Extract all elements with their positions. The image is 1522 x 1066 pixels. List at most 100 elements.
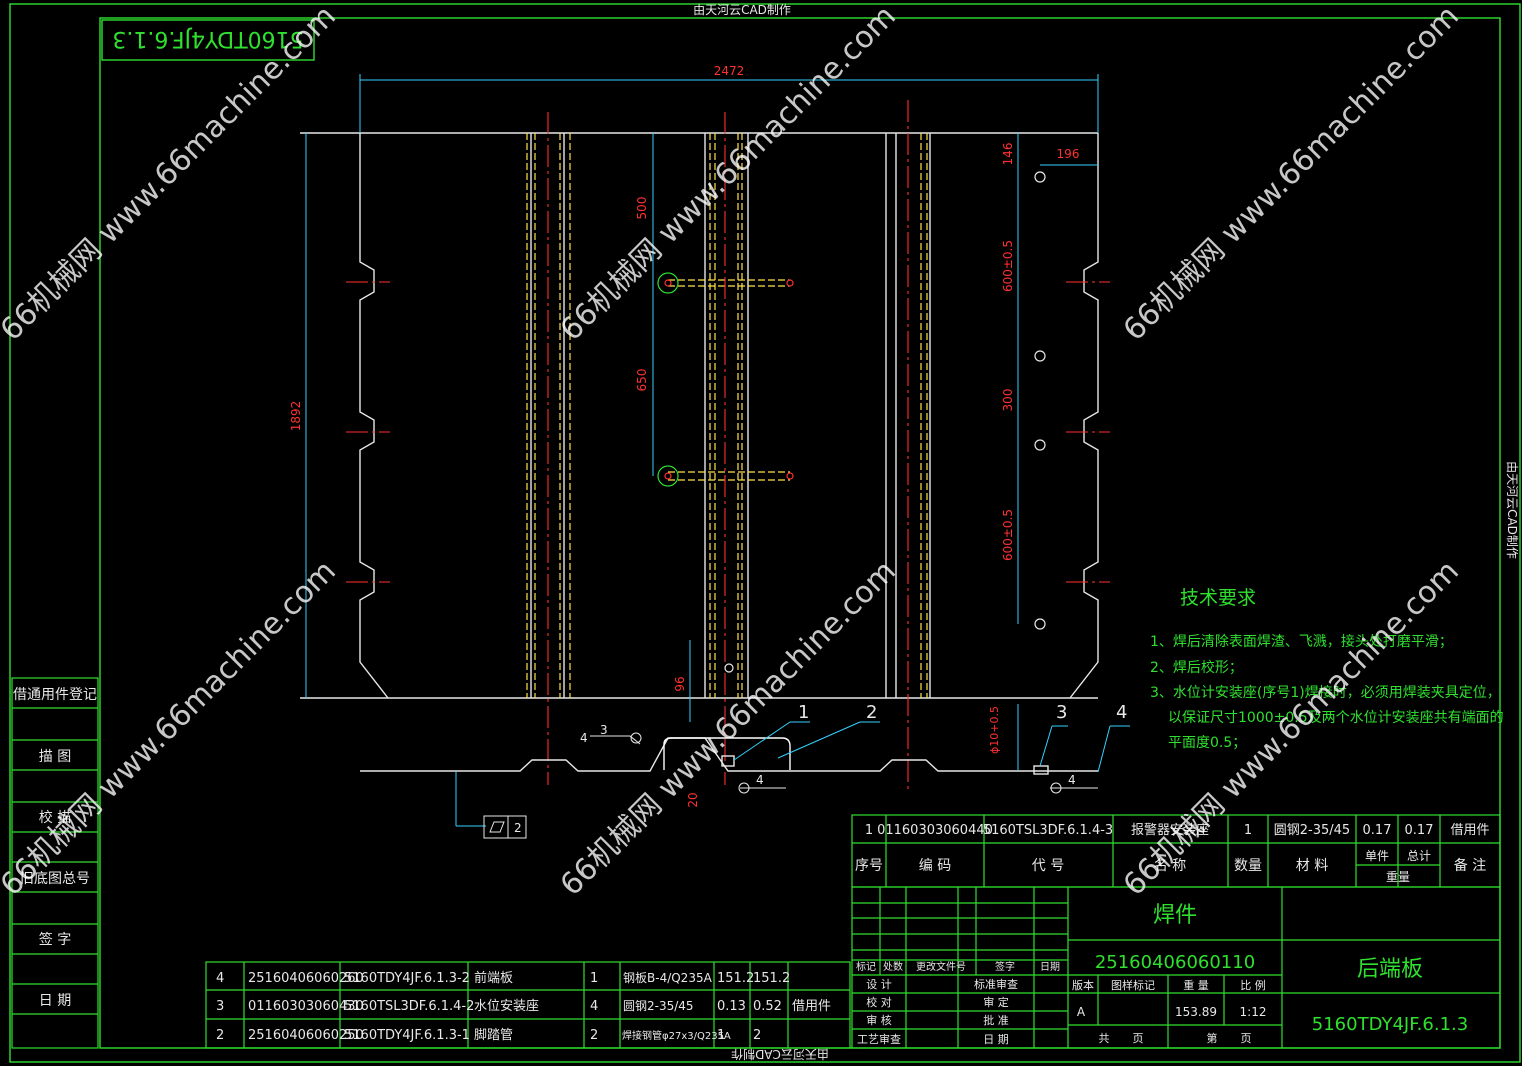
balloon-4: 4 <box>1116 702 1127 723</box>
bom-upper-row: 1 01160303060440 5160TSL3DF.6.1.4-3 报警器安… <box>865 822 1490 838</box>
sign-label: 设 计 <box>866 978 892 991</box>
tech-item-3: 3、水位计安装座(序号1)焊接时，必须用焊装夹具定位， <box>1150 684 1501 701</box>
bom-lower-cell: 25160406060260 <box>248 971 364 986</box>
weld-size-left: 4 <box>580 731 588 745</box>
dim-20: 20 <box>686 792 700 807</box>
bom-lower-cell: 0.52 <box>753 999 782 1014</box>
header-top-note: 由天河云CAD制作 <box>693 3 791 17</box>
leader-lines <box>733 721 1130 773</box>
weld-symbols <box>590 732 1098 794</box>
dim-196: 196 <box>1057 147 1080 161</box>
dim-overall-height: 1892 <box>289 401 303 432</box>
bom-lower-cell: 钢板B-4/Q235A <box>623 971 713 985</box>
balloon-3: 3 <box>1056 702 1067 723</box>
dim-650: 650 <box>635 369 649 392</box>
title-block-grid <box>851 886 1501 1049</box>
left-panel-4: 旧底图总号 <box>20 871 90 887</box>
rev-header: 日期 <box>1040 961 1060 973</box>
stage-header: 比 例 <box>1240 978 1266 992</box>
section-profile <box>360 737 1098 775</box>
sign-label: 审 定 <box>983 995 1009 1009</box>
bom-upper-cell: 0.17 <box>1405 823 1434 838</box>
rev-header: 签字 <box>995 960 1015 973</box>
bom-lower-cell: 焊接钢管φ27x3/Q235A <box>622 1029 731 1042</box>
sheet-label: 共 <box>1099 1032 1110 1045</box>
bom-header: 名 称 <box>1154 858 1186 874</box>
sheet-label: 页 <box>1133 1032 1144 1045</box>
dim-300: 300 <box>1001 389 1015 412</box>
weld-size-mid: 4 <box>756 773 764 787</box>
rev-header: 更改文件号 <box>916 960 966 973</box>
title-weld-label: 焊件 <box>1153 903 1197 928</box>
bom-upper-cell: 圆钢2-35/45 <box>1274 823 1350 838</box>
bom-lower-rows: 4 25160406060260 5160TDY4JF.6.1.3-2 前端板 … <box>216 970 831 1043</box>
tech-item-1: 1、焊后清除表面焊渣、飞溅，接头处打磨平滑； <box>1150 633 1453 650</box>
bom-upper-cell: 报警器安装座 <box>1131 822 1209 838</box>
mounting-holes <box>657 171 1046 673</box>
dim-phi10: ϕ10+0.5 <box>988 706 1001 754</box>
flatness-callout <box>483 815 527 839</box>
bom-header: 编 码 <box>919 858 951 874</box>
bom-lower-cell: 5160TDY4JF.6.1.3-2 <box>344 971 470 986</box>
bom-lower-cell: 2 <box>216 1028 224 1043</box>
left-registry-panel <box>11 677 99 1049</box>
bom-lower-cell: 4 <box>590 999 598 1014</box>
bom-lower-cell: 圆钢2-35/45 <box>623 999 694 1013</box>
bom-lower-cell: 5160TDY4JF.6.1.3-1 <box>344 1028 470 1043</box>
revision-headers: 标记 处数 更改文件号 签字 日期 <box>856 960 1060 973</box>
bom-lower-cell: 1 <box>590 971 598 986</box>
center-lines <box>346 100 1110 790</box>
bom-upper-cell: 0.17 <box>1363 823 1392 838</box>
rev-header: 标记 <box>856 961 876 973</box>
dim-600-upper: 600±0.5 <box>1001 240 1015 292</box>
rev-header: 处数 <box>883 960 903 973</box>
tech-item-2: 2、焊后校形； <box>1150 659 1243 676</box>
bom-header: 单件 <box>1365 849 1389 863</box>
bom-header: 总计 <box>1407 849 1431 863</box>
bom-lower-cell: 151.2 <box>717 971 754 986</box>
left-panel-5: 签 字 <box>39 931 71 948</box>
sign-label: 批 准 <box>983 1013 1009 1027</box>
bom-upper-cell: 01160303060440 <box>877 823 993 838</box>
stage-value: 153.89 <box>1175 1005 1217 1019</box>
plate-outline <box>300 132 1099 699</box>
left-panel-2: 描 图 <box>39 749 71 765</box>
stage-cells: 版本 图样标记 重 量 比 例 A 153.89 1:12 共 页 第 页 <box>1072 978 1266 1045</box>
bom-lower-cell: 借用件 <box>792 999 831 1014</box>
sign-label: 审 核 <box>866 1013 892 1027</box>
sign-label: 日 期 <box>983 1033 1009 1046</box>
tech-item-5: 平面度0.5； <box>1168 735 1246 751</box>
corner-drawing-code: 5160TDY4JF.6.1.3 <box>112 26 303 51</box>
weld-size-right: 4 <box>1068 773 1076 787</box>
bom-lower-cell: 2 <box>753 1028 761 1043</box>
flatness-value: 2 <box>514 821 522 835</box>
weld-num-left: 3 <box>600 723 608 737</box>
bom-lower-cell: 0.13 <box>717 999 746 1014</box>
bom-lower-cell: 2 <box>590 1028 598 1043</box>
bom-lower-cell: 5160TSL3DF.6.1.4-2 <box>344 999 474 1014</box>
dim-146: 146 <box>1001 143 1015 166</box>
bom-upper-cell: 5160TSL3DF.6.1.4-3 <box>983 823 1113 838</box>
left-panel-6: 日 期 <box>39 993 71 1009</box>
header-right-note: 由天河云CAD制作 <box>1505 461 1519 559</box>
sign-rows: 设 计 标准审查 校 对 审 定 审 核 批 准 工艺审查 日 期 <box>857 977 1018 1046</box>
bom-upper-cell: 1 <box>1244 823 1252 838</box>
bom-lower-cell: 脚踏管 <box>474 1027 513 1043</box>
bom-lower-grid <box>205 961 851 1049</box>
sign-label: 标准审查 <box>974 977 1018 991</box>
bom-lower-cell: 151.2 <box>753 971 790 986</box>
stage-value: A <box>1077 1005 1086 1019</box>
bom-header: 序号 <box>855 858 883 874</box>
tech-title: 技术要求 <box>1180 587 1256 609</box>
bom-header: 材 料 <box>1296 858 1328 874</box>
sheet-label: 页 <box>1241 1032 1252 1045</box>
bom-lower-cell: 01160303060430 <box>248 999 364 1014</box>
sign-label: 校 对 <box>866 995 892 1009</box>
balloon-1: 1 <box>798 702 809 723</box>
bom-lower-cell: 25160406060250 <box>248 1028 364 1043</box>
left-panel-3: 校 描 <box>39 809 71 826</box>
title-drawing-number: 5160TDY4JF.6.1.3 <box>1312 1014 1468 1035</box>
dimension-lines <box>305 74 1099 827</box>
title-part-code: 25160406060110 <box>1095 952 1255 973</box>
hidden-lines <box>526 133 928 698</box>
